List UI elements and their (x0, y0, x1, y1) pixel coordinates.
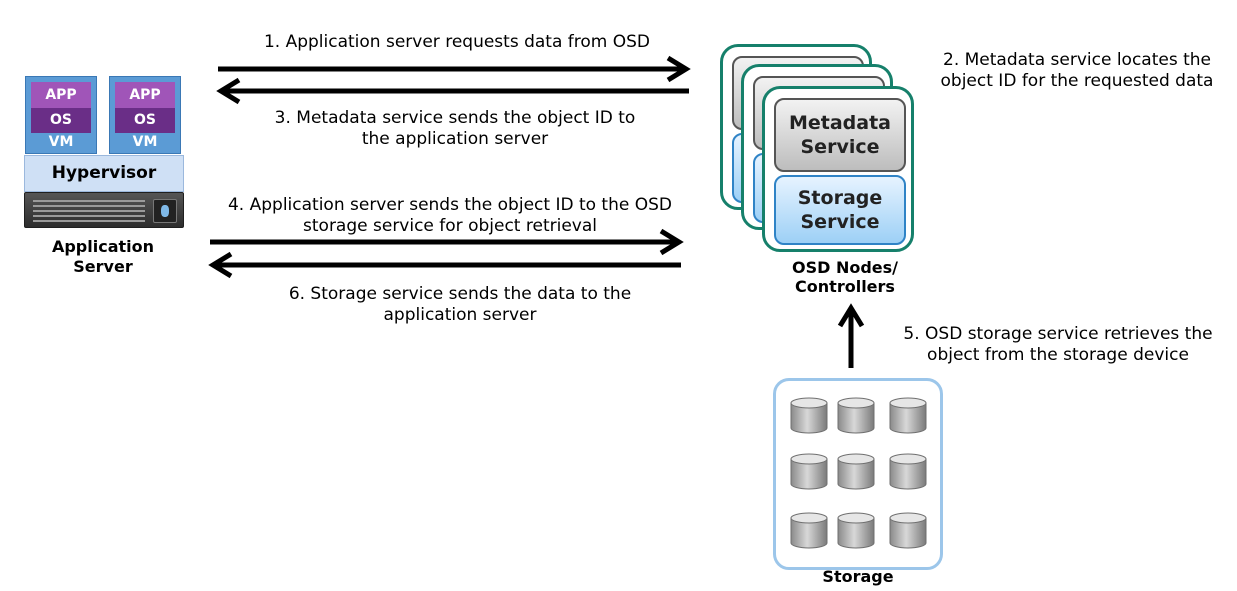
vm-1-app-layer: APP (31, 82, 91, 108)
arrow-step1 (218, 55, 691, 83)
disk-icon (889, 512, 927, 549)
step-4-text: 4. Application server sends the object I… (227, 195, 672, 236)
disk-array-icon (790, 397, 927, 549)
step-6-text: 6. Storage service sends the data to the… (288, 284, 632, 325)
arrow-step6 (208, 251, 681, 279)
vm-2-os-layer: OS (115, 108, 175, 133)
disk-icon (837, 397, 875, 434)
osd-node-front: Metadata Service Storage Service (762, 86, 914, 252)
server-hardware-icon (24, 192, 184, 228)
metadata-service-box: Metadata Service (774, 98, 906, 172)
vm-2-app-layer: APP (115, 82, 175, 108)
disk-icon (889, 397, 927, 434)
storage-device (773, 378, 943, 570)
vm-2-label: VM (132, 134, 158, 150)
vm-1: APP OS VM (25, 76, 97, 154)
vm-1-label: VM (48, 134, 74, 150)
vm-2: APP OS VM (109, 76, 181, 154)
arrow-step3 (216, 77, 689, 105)
disk-icon (790, 397, 828, 434)
arrow-step5 (837, 303, 865, 368)
disk-icon (790, 453, 828, 490)
storage-service-box: Storage Service (774, 175, 906, 245)
arrow-step4 (210, 228, 684, 256)
step-2-text: 2. Metadata service locates the object I… (940, 50, 1214, 91)
hypervisor-layer: Hypervisor (24, 155, 184, 192)
osd-nodes-label: OSD Nodes/ Controllers (791, 258, 899, 296)
disk-icon (837, 453, 875, 490)
step-1-text: 1. Application server requests data from… (263, 32, 651, 52)
storage-label: Storage (822, 567, 894, 586)
application-server-label: Application Server (51, 237, 155, 276)
disk-icon (837, 512, 875, 549)
vm-1-os-layer: OS (31, 108, 91, 133)
step-5-text: 5. OSD storage service retrieves the obj… (903, 324, 1213, 365)
disk-icon (790, 512, 828, 549)
step-3-text: 3. Metadata service sends the object ID … (274, 108, 636, 149)
disk-icon (889, 453, 927, 490)
